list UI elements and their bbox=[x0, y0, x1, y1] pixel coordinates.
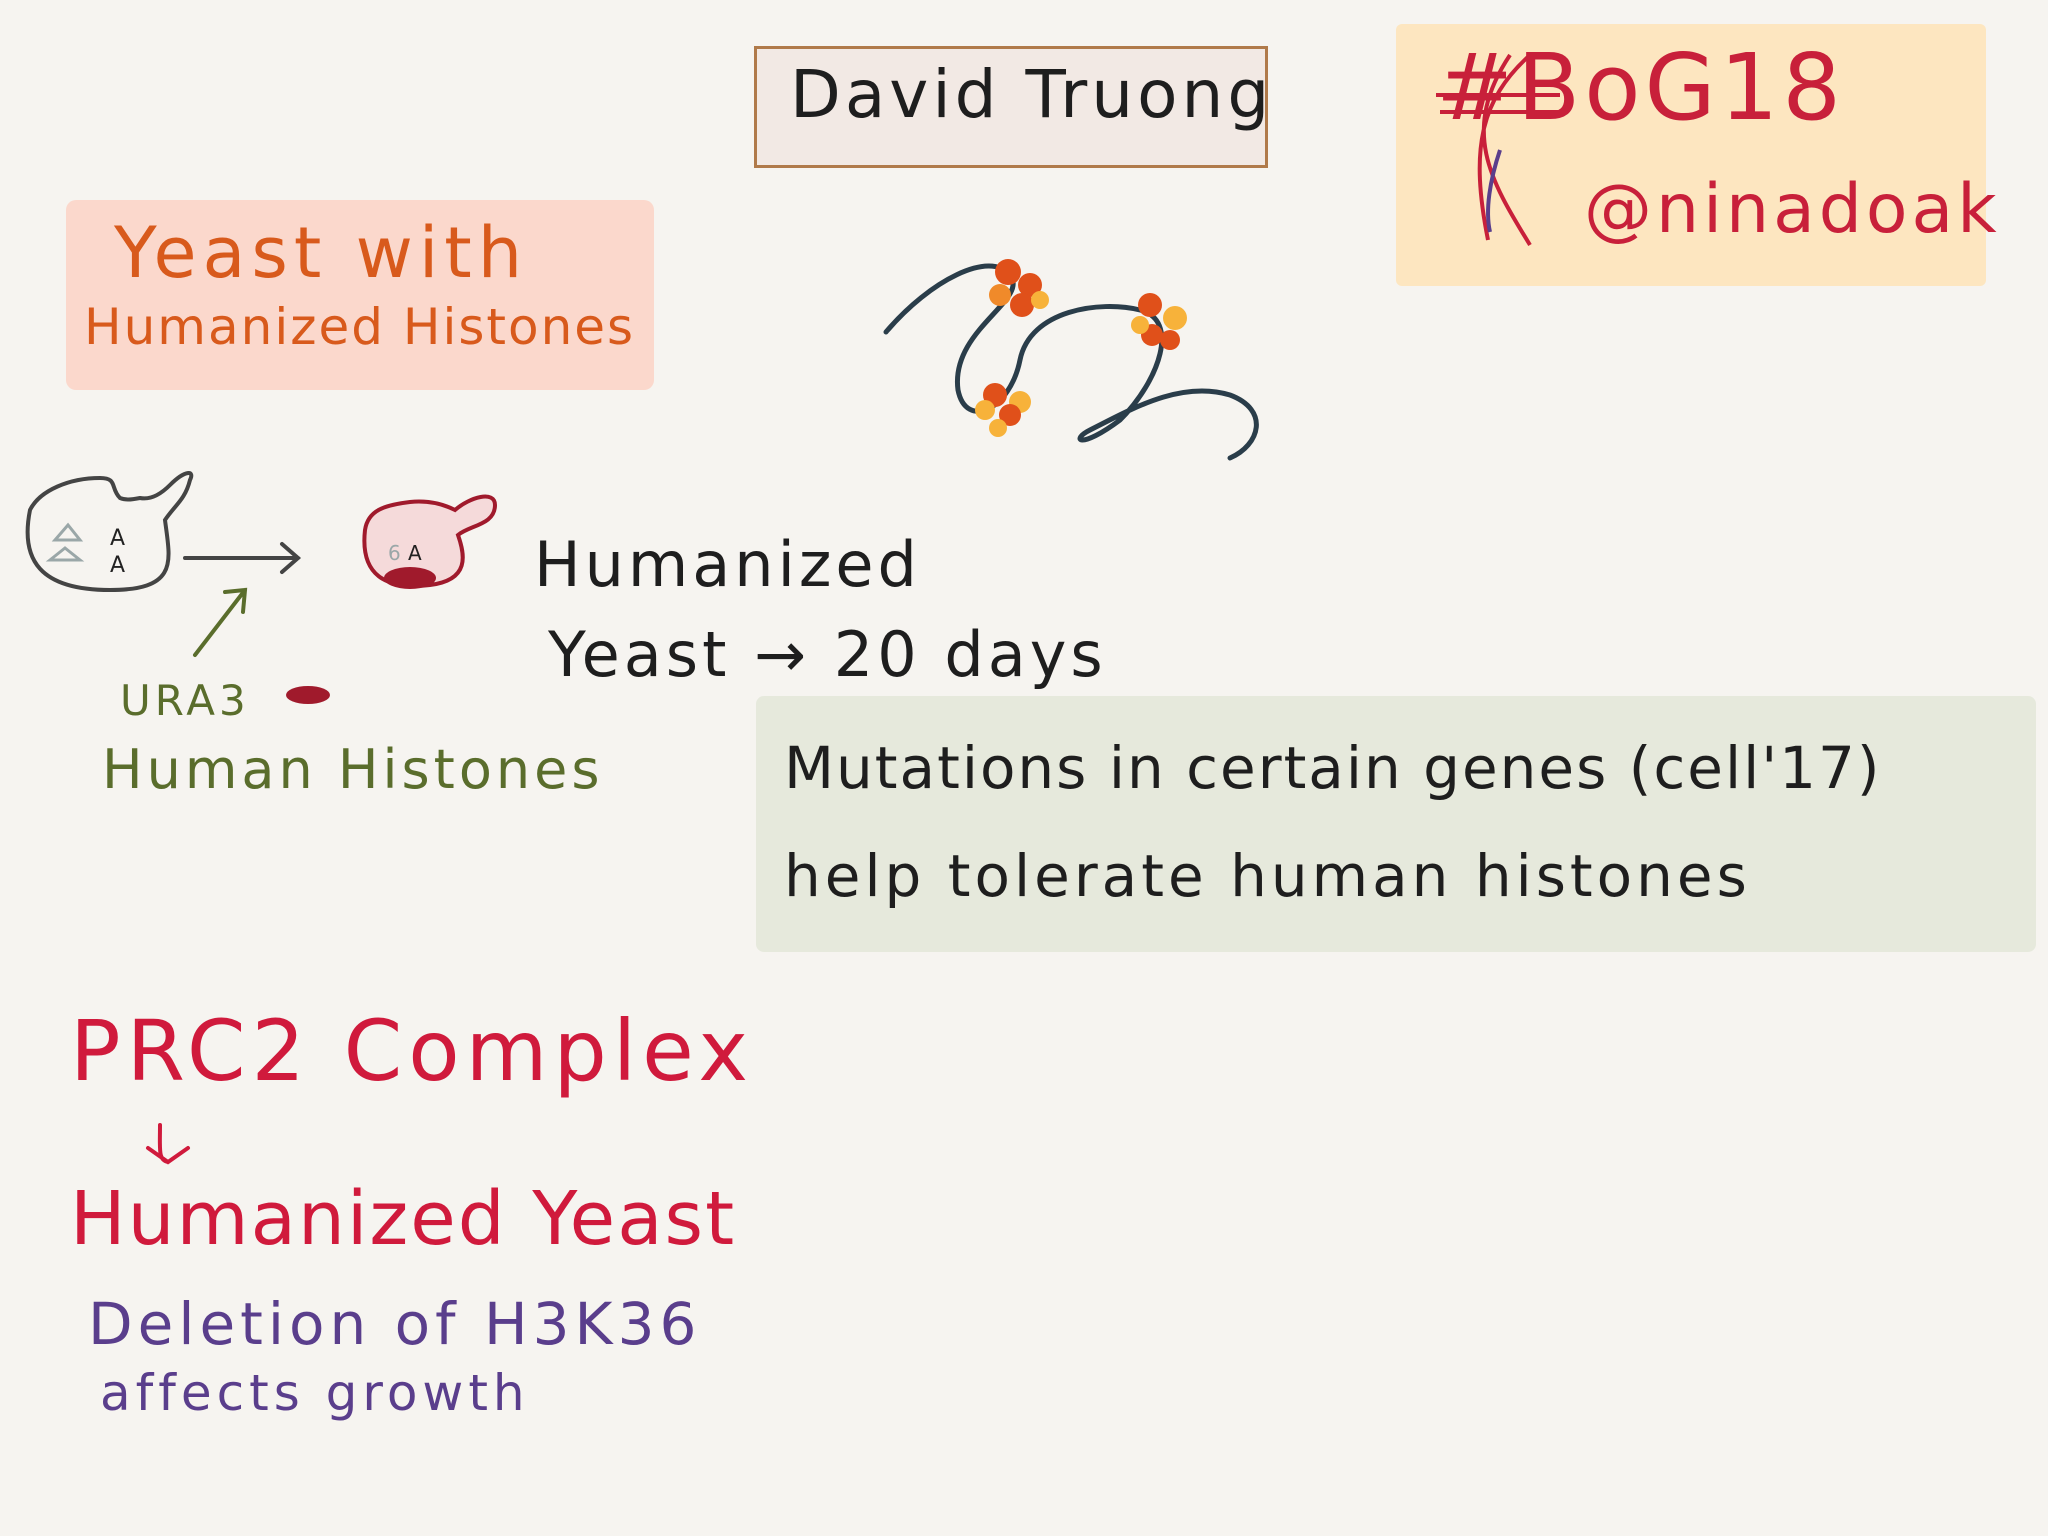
svg-text:A: A bbox=[408, 541, 422, 565]
twitter-handle: @ninadoak bbox=[1584, 170, 2001, 249]
prc2-target: Humanized Yeast bbox=[70, 1176, 737, 1262]
finding-line-2: help tolerate human histones bbox=[784, 842, 1751, 910]
speaker-title-box bbox=[754, 46, 1268, 168]
svg-text:A: A bbox=[110, 526, 125, 551]
svg-text:A: A bbox=[110, 553, 125, 578]
nucleosome bbox=[975, 383, 1031, 437]
svg-text:6: 6 bbox=[388, 541, 401, 565]
topic-line-2: Humanized Histones bbox=[84, 298, 636, 356]
topic-note bbox=[66, 200, 654, 390]
prc2-heading: PRC2 Complex bbox=[70, 1002, 755, 1100]
tag-note bbox=[1396, 24, 1986, 286]
down-arrow-icon bbox=[146, 1123, 190, 1165]
finding-line-1: Mutations in certain genes (cell'17) bbox=[784, 734, 1882, 802]
nucleosome bbox=[1131, 293, 1187, 350]
prc2-note-line-2: affects growth bbox=[100, 1364, 530, 1422]
arrow-icon bbox=[183, 542, 302, 574]
topic-line-1: Yeast with bbox=[114, 212, 529, 294]
yeast-cell-icon: A A bbox=[25, 471, 194, 593]
humanized-label: Humanized bbox=[534, 528, 921, 601]
arrow-up-icon bbox=[193, 587, 248, 657]
ura3-label: URA3 bbox=[120, 676, 250, 725]
finding-note bbox=[756, 696, 2036, 952]
prc2-note-line-1: Deletion of H3K36 bbox=[88, 1290, 702, 1358]
human-histones-label: Human Histones bbox=[102, 738, 604, 801]
ura3-marker bbox=[286, 686, 330, 704]
chromatin-drawing bbox=[883, 259, 1259, 461]
hash-thread-icon bbox=[1436, 53, 1560, 247]
speaker-name: David Truong bbox=[790, 56, 1274, 133]
nucleosome bbox=[989, 259, 1049, 317]
humanized-yeast-cell-icon: 6 A bbox=[362, 494, 498, 589]
yeast-days-label: Yeast → 20 days bbox=[548, 618, 1107, 691]
